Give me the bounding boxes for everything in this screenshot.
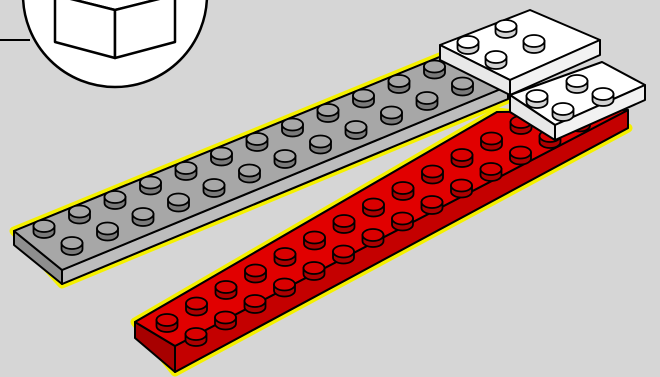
- gray-plate-2x12: [9, 51, 513, 289]
- red-plate-2x14-stud: [509, 145, 532, 166]
- red-plate-2x14-stud: [273, 277, 296, 298]
- white-plate-2x2-upper-stud: [484, 50, 508, 70]
- red-plate-2x14-stud: [362, 197, 385, 218]
- red-plate-2x14-stud: [302, 261, 326, 281]
- gray-plate-2x12-stud: [202, 178, 226, 198]
- gray-plate-2x12-stud: [174, 161, 198, 181]
- gray-plate-2x12-stud: [281, 117, 304, 138]
- callout: [0, 0, 209, 89]
- gray-plate-2x12-stud: [103, 190, 127, 210]
- white-plate-2x2-upper: [439, 9, 601, 96]
- red-plate-2x14-stud: [214, 310, 237, 331]
- red-plate-2x14-stud: [303, 230, 326, 251]
- gray-plate-2x12-stud: [131, 207, 155, 227]
- red-plate-2x14-stud: [391, 211, 414, 232]
- white-plate-2x2-upper-stud: [456, 35, 480, 55]
- red-plate-2x14-stud: [185, 296, 208, 317]
- gray-plate-2x12-stud: [139, 175, 162, 196]
- red-plate-2x14-stud: [273, 247, 297, 267]
- gray-plate-2x12-stud: [273, 149, 297, 169]
- gray-plate-2x12-stud: [352, 88, 375, 109]
- red-plate-2x14-stud: [480, 131, 503, 152]
- gray-plate-2x12-stud: [316, 103, 340, 123]
- gray-plate-2x12-stud: [167, 192, 190, 213]
- gray-plate-2x12-stud: [451, 76, 474, 97]
- white-plate-2x2-lower-stud: [525, 89, 549, 109]
- gray-plate-2x12-stud: [245, 132, 269, 152]
- white-plate-2x2-lower: [509, 61, 646, 141]
- red-plate-2x14-stud: [420, 195, 444, 215]
- gray-plate-2x12-stud: [210, 146, 233, 167]
- gray-plate-2x12-stud: [344, 120, 368, 140]
- red-plate-2x14-stud: [391, 181, 415, 201]
- red-plate-2x14-stud: [450, 148, 474, 168]
- gray-plate-2x12-stud: [32, 219, 56, 239]
- white-plate-2x2-upper-stud: [494, 19, 518, 39]
- red-plate-2x14-stud: [450, 178, 473, 199]
- red-plate-2x14: [130, 98, 633, 377]
- red-plate-2x14-stud: [184, 327, 208, 347]
- white-plate-2x2-lower-stud: [551, 102, 575, 122]
- gray-plate-2x12-stud: [238, 163, 261, 184]
- red-plate-2x14-stud: [332, 214, 356, 234]
- gray-plate-2x12-stud: [68, 204, 91, 225]
- gray-plate-2x12-stud: [380, 105, 403, 126]
- isometric-cube-icon: [53, 0, 177, 60]
- red-plate-2x14-stud: [332, 244, 355, 265]
- white-plate-2x2-upper-stud: [522, 34, 546, 54]
- red-plate-2x14-stud: [361, 228, 385, 248]
- gray-plate-2x12-stud: [96, 221, 119, 242]
- white-plate-2x2-lower-stud: [565, 74, 589, 94]
- red-plate-2x14-stud: [244, 263, 267, 284]
- gray-plate-2x12-stud: [60, 236, 84, 256]
- red-plate-2x14-stud: [214, 280, 238, 300]
- gray-plate-2x12-stud: [415, 91, 439, 111]
- red-plate-2x14-stud: [243, 294, 267, 314]
- white-plate-2x2-lower-stud: [591, 87, 615, 107]
- red-plate-2x14-stud: [479, 162, 503, 182]
- red-plate-2x14-stud: [155, 313, 179, 333]
- gray-plate-2x12-stud: [309, 134, 332, 155]
- gray-plate-2x12-stud: [387, 74, 411, 94]
- red-plate-2x14-stud: [421, 164, 444, 185]
- gray-plate-2x12-stud: [423, 59, 446, 80]
